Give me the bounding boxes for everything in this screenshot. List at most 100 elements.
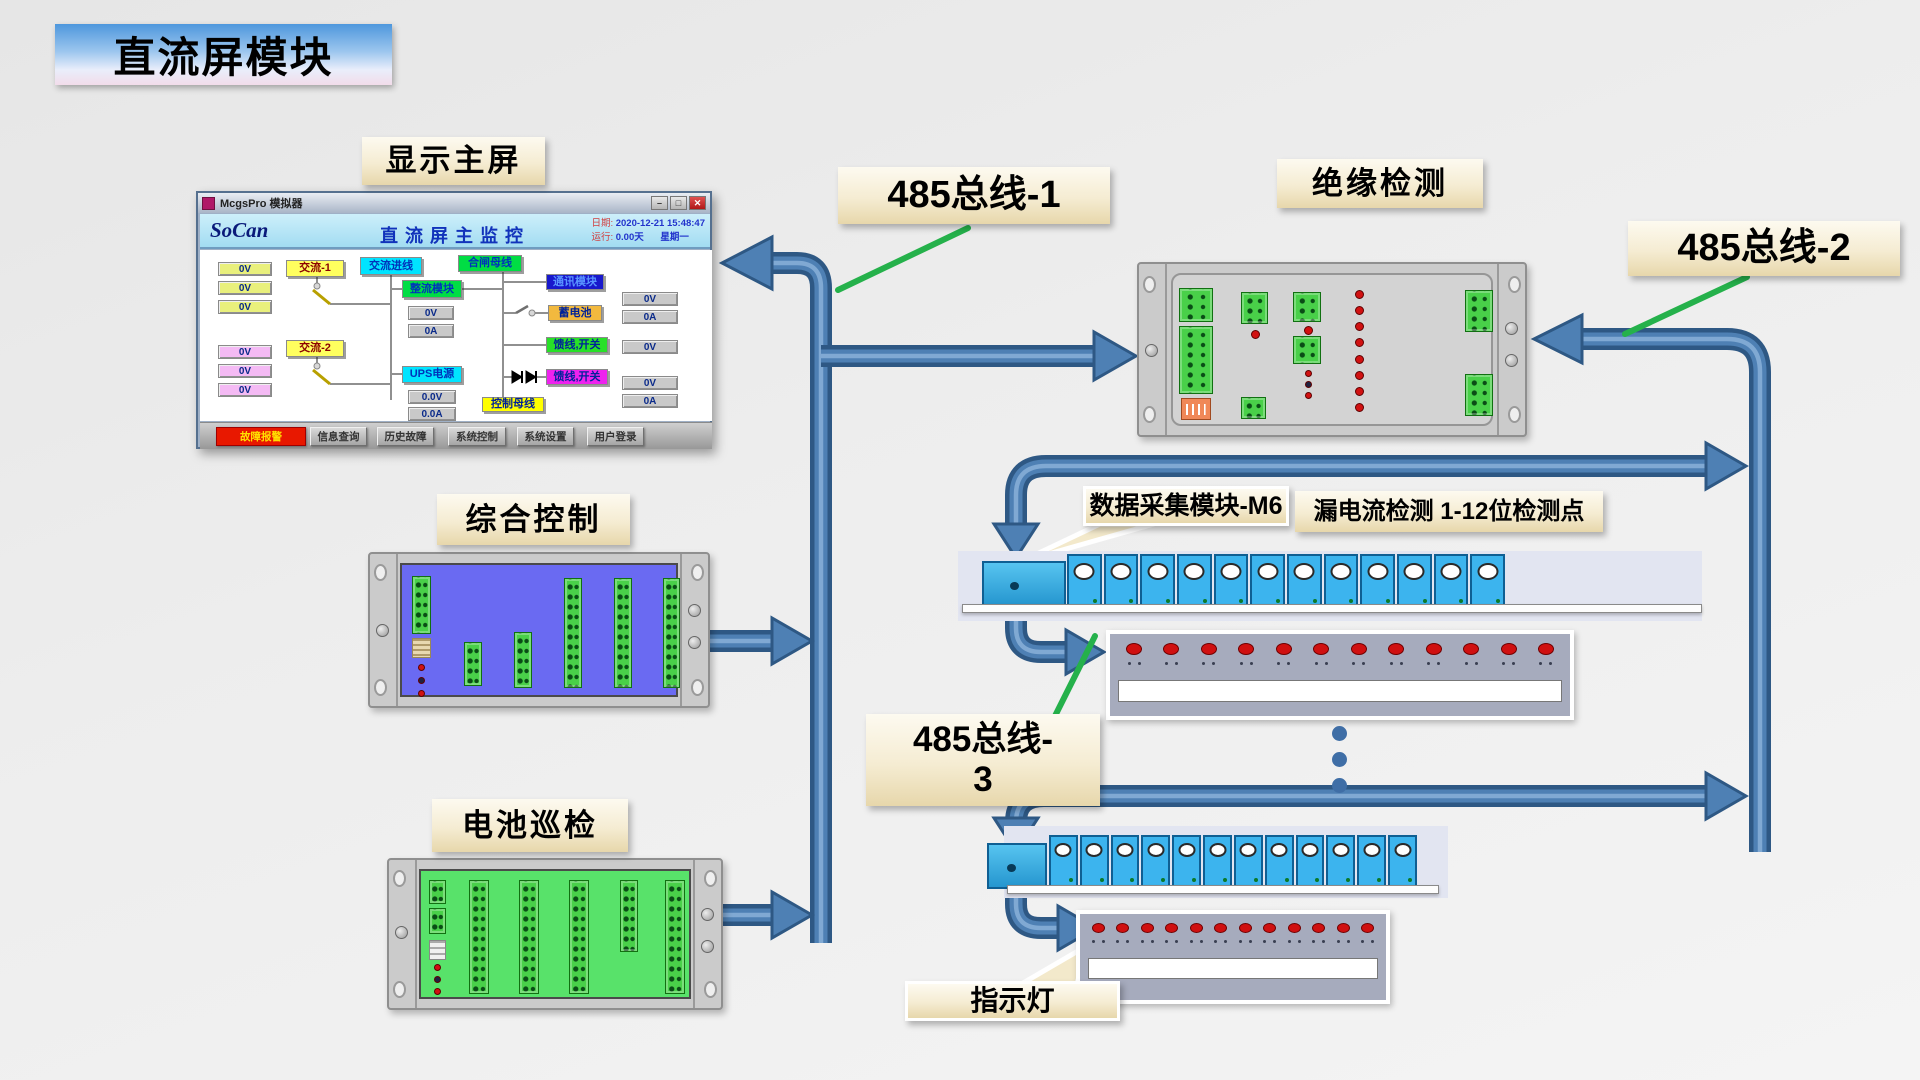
- mount-ear-left: [1139, 264, 1167, 435]
- rectifier-voltage: 0V: [408, 306, 454, 320]
- feeder-current: 0A: [622, 310, 678, 324]
- closing-bus: 合闸母线: [458, 255, 522, 272]
- terminal-block: [665, 880, 685, 994]
- led-red: [418, 664, 425, 671]
- led-red: [1287, 923, 1301, 933]
- screw-icon: [688, 636, 701, 649]
- led-red: [1189, 923, 1203, 933]
- arrow-row2-to-bus2-icon: [1704, 770, 1750, 822]
- ac2-phase-voltage: 0V: [218, 364, 272, 378]
- led-red: [1200, 643, 1217, 655]
- ct-sensor-module: [1250, 554, 1286, 608]
- label-strip: [1088, 958, 1378, 979]
- ct-hole-icon: [1270, 843, 1288, 857]
- ct-sensor-module: [1287, 554, 1322, 608]
- terminal-block: [569, 880, 589, 994]
- ct-led-icon: [1202, 599, 1207, 603]
- dot-icon: [1332, 778, 1347, 793]
- mcgs-app-icon: [202, 196, 215, 210]
- feeder-voltage: 0V: [622, 376, 678, 390]
- ct-led-icon: [1349, 599, 1354, 603]
- page-title: 直流屏模块: [55, 24, 392, 85]
- ct-hole-icon: [1085, 843, 1103, 857]
- ct-hole-icon: [1477, 563, 1499, 580]
- battery-box: 蓄电池: [548, 305, 602, 321]
- led-red: [1425, 643, 1442, 655]
- indicator-led-unit: [1214, 923, 1228, 943]
- ct-sensor-module: [1397, 554, 1432, 608]
- fault-alarm-button[interactable]: 故障报警: [216, 427, 306, 446]
- mcgs-header: SoCan 直流屏主监控 日期: 2020-12-21 15:48:47 运行:…: [200, 214, 710, 249]
- indicator-led-unit: [1238, 643, 1255, 665]
- terminal-block: [663, 578, 680, 688]
- led-red: [1238, 923, 1252, 933]
- system-settings-button[interactable]: 系统设置: [517, 427, 574, 446]
- ct-sensor-module: [1141, 835, 1171, 887]
- mcgs-window-title: McgsPro 模拟器: [220, 198, 303, 210]
- ct-led-icon: [1386, 599, 1391, 603]
- ct-led-icon: [1496, 599, 1501, 603]
- ac-incoming: 交流进线: [360, 257, 422, 275]
- label-bus3-line1: 485总线-: [912, 719, 1054, 759]
- screw-icon: [701, 940, 714, 953]
- ct-sensor-module: [1203, 835, 1232, 887]
- ct-hole-icon: [1394, 843, 1412, 857]
- switch-ac2-icon: [312, 357, 331, 386]
- ct-hole-icon: [1054, 843, 1072, 857]
- led-red: [1305, 370, 1312, 377]
- ct-sensor-module: [1295, 835, 1325, 887]
- mcgs-screen-title: 直流屏主监控: [380, 226, 530, 246]
- user-login-button[interactable]: 用户登录: [587, 427, 644, 446]
- control-bus: 控制母线: [482, 397, 544, 412]
- indicator-led-unit: [1140, 923, 1154, 943]
- led-red: [1305, 392, 1312, 399]
- ups-current: 0.0A: [408, 407, 456, 421]
- ct-module-row1: [1066, 554, 1506, 608]
- ct-hole-icon: [1183, 563, 1205, 580]
- led-red: [1214, 923, 1228, 933]
- dot-icon: [1332, 726, 1347, 741]
- ct-led-icon: [1284, 878, 1289, 882]
- screw-icon: [376, 624, 389, 637]
- bus3-row2-pipe: [1016, 796, 1710, 826]
- info-query-button[interactable]: 信息查询: [310, 427, 367, 446]
- mcgs-simulator-window: McgsPro 模拟器 – □ ✕ SoCan 直流屏主监控 日期: 2020-…: [196, 191, 712, 449]
- connector: [412, 638, 431, 658]
- led-red: [1463, 643, 1480, 655]
- indicator-led-unit: [1360, 923, 1374, 943]
- maximize-button[interactable]: □: [670, 196, 687, 210]
- mount-ear-left: [370, 554, 398, 706]
- screw-icon: [688, 604, 701, 617]
- indicator-led-unit: [1425, 643, 1442, 665]
- led-red: [1251, 330, 1260, 339]
- feeder-voltage: 0V: [622, 292, 678, 306]
- din-rail-row2: [1007, 885, 1439, 894]
- minimize-button[interactable]: –: [651, 196, 668, 210]
- led-red: [1355, 402, 1364, 412]
- history-fault-button[interactable]: 历史故障: [377, 427, 434, 446]
- led-red: [1313, 643, 1330, 655]
- ct-led-icon: [1099, 878, 1104, 882]
- led-red: [1355, 338, 1364, 348]
- terminal-block: [429, 880, 446, 904]
- led-red: [1355, 386, 1364, 396]
- indicator-led-unit: [1388, 643, 1405, 665]
- bus1-pointer-line: [835, 225, 971, 293]
- control-board: [400, 563, 678, 697]
- system-control-button[interactable]: 系统控制: [448, 427, 506, 446]
- label-insulation: 绝缘检测: [1277, 159, 1483, 208]
- ct-sensor-module: [1079, 835, 1109, 887]
- led-red: [1336, 923, 1350, 933]
- ct-sensor-module: [1103, 554, 1139, 608]
- terminal-block: [469, 880, 489, 994]
- led-red: [434, 964, 441, 971]
- led-red: [1092, 923, 1105, 933]
- ct-hole-icon: [1220, 563, 1242, 580]
- mcgs-datetime-info: 日期: 2020-12-21 15:48:47 运行: 0.00天 星期一: [591, 217, 705, 245]
- window-controls: – □ ✕: [651, 196, 706, 210]
- mcgs-mimic-screen: 0V 0V 0V 0V 0V 0V 交流-1 交流-2 交流进线 整流模块 0V…: [200, 250, 712, 421]
- ellipsis-dots: [1332, 726, 1347, 793]
- close-button[interactable]: ✕: [689, 196, 706, 210]
- terminal-block: [1293, 292, 1321, 322]
